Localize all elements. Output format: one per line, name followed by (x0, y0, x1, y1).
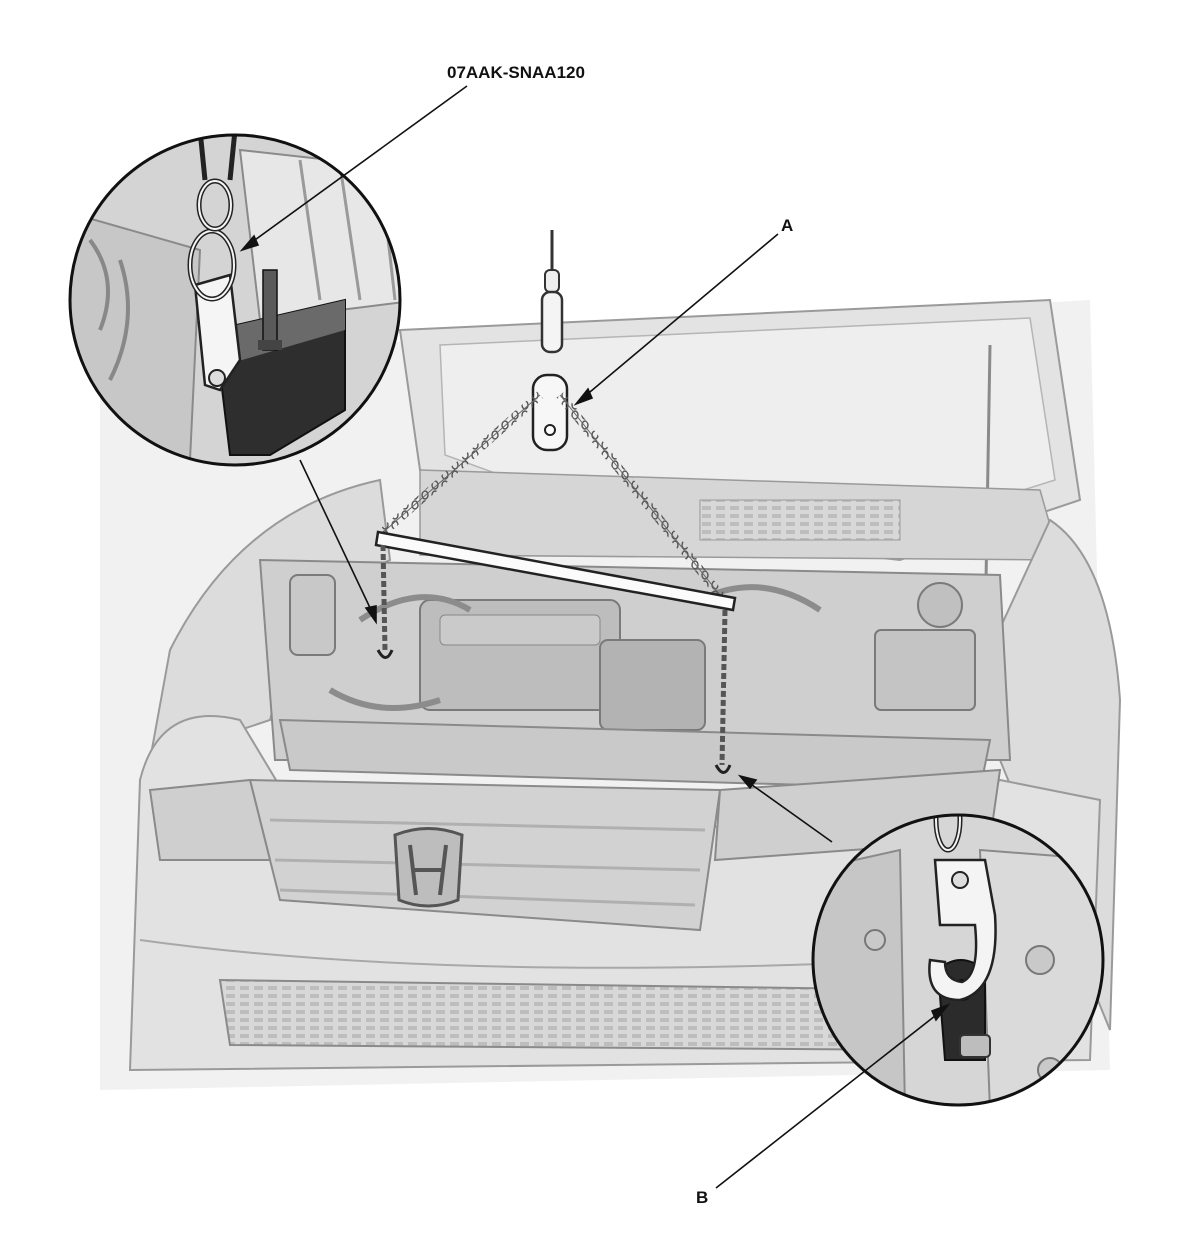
vehicle-illustration (100, 298, 1122, 1090)
strut-top (917, 582, 963, 628)
fuse-box (874, 629, 976, 711)
lifting-tool (193, 273, 242, 392)
leader-tool (247, 85, 468, 246)
callout-b: B (696, 1188, 709, 1207)
pulley-block (531, 373, 569, 452)
detail-view-right (811, 813, 1105, 1107)
chain-hook (928, 858, 997, 1002)
left-headlight (148, 778, 272, 861)
spreader-bar (374, 530, 737, 612)
callout-tool-number: 07AAK-SNAA120 (447, 63, 585, 82)
engine-hoist (374, 230, 737, 774)
drop-chain-right (719, 609, 728, 766)
leader-right-detail (747, 781, 833, 843)
brand-emblem (393, 827, 464, 908)
leader-b (715, 1011, 941, 1189)
leader-lines (239, 85, 951, 1189)
leader-left-detail (299, 459, 373, 613)
callout-a: A (781, 216, 794, 235)
detail-view-left (68, 133, 402, 467)
leader-a (583, 233, 779, 398)
air-box (599, 639, 706, 731)
cowl-vent (699, 499, 901, 541)
reservoir (289, 574, 336, 656)
